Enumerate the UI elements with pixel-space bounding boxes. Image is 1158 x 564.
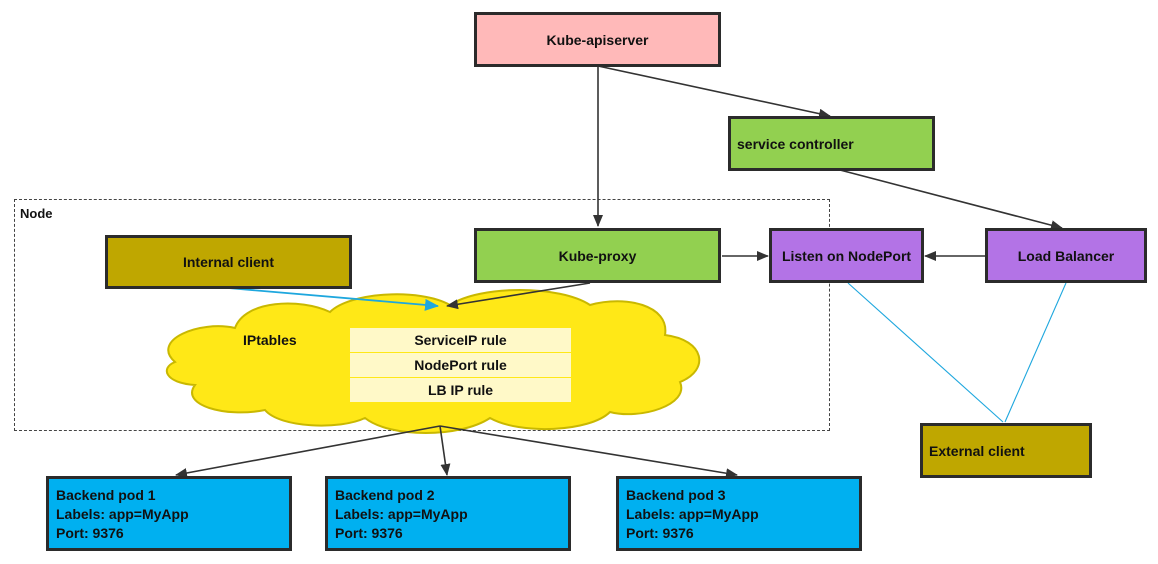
pod-labels: Labels: app=MyApp (56, 506, 189, 522)
link-kubeproxy-iptables (446, 282, 591, 310)
kube-proxy-label: Kube-proxy (558, 247, 637, 264)
backend-pod-2: Backend pod 2 Labels: app=MyApp Port: 93… (325, 476, 571, 551)
pod-name: Backend pod 1 (56, 487, 156, 503)
kube-apiserver-box: Kube-apiserver (474, 12, 721, 67)
nodeport-rule: NodePort rule (350, 353, 571, 377)
link-iptables-pod3 (439, 425, 738, 479)
pod-labels: Labels: app=MyApp (626, 506, 759, 522)
iptables-rules: ServiceIP rule NodePort rule LB IP rule (350, 328, 571, 404)
service-controller-box: service controller (728, 116, 935, 171)
internal-client-label: Internal client (182, 254, 275, 270)
load-balancer-label: Load Balancer (1017, 247, 1115, 264)
link-internalclient-iptables (227, 287, 439, 311)
backend-pod-3: Backend pod 3 Labels: app=MyApp Port: 93… (616, 476, 862, 551)
backend-pod-1: Backend pod 1 Labels: app=MyApp Port: 93… (46, 476, 292, 551)
internal-client-box: Internal client (105, 235, 352, 289)
link-apiserver-servicecontroller (597, 65, 831, 119)
external-client-box: External client (920, 423, 1092, 478)
kube-apiserver-label: Kube-apiserver (546, 31, 649, 48)
kube-proxy-box: Kube-proxy (474, 228, 721, 283)
pod-name: Backend pod 2 (335, 487, 435, 503)
pod-port: Port: 9376 (626, 525, 694, 541)
listen-nodeport-label: Listen on NodePort (781, 247, 912, 264)
link-iptables-pod1 (175, 425, 441, 478)
link-iptables-pod2 (439, 425, 451, 476)
serviceip-rule: ServiceIP rule (350, 328, 571, 352)
iptables-label: IPtables (243, 332, 297, 348)
load-balancer-box: Load Balancer (985, 228, 1147, 283)
node-frame-label: Node (20, 206, 53, 221)
pod-port: Port: 9376 (56, 525, 124, 541)
pod-labels: Labels: app=MyApp (335, 506, 468, 522)
pod-name: Backend pod 3 (626, 487, 726, 503)
lb-ip-rule: LB IP rule (350, 378, 571, 402)
service-controller-label: service controller (737, 135, 854, 152)
link-external-nodeport (847, 282, 1004, 423)
link-external-loadbalancer (1004, 282, 1067, 423)
listen-nodeport-box: Listen on NodePort (769, 228, 924, 283)
pod-port: Port: 9376 (335, 525, 403, 541)
link-servicecontroller-loadbalancer (839, 169, 1063, 231)
external-client-label: External client (929, 442, 1025, 459)
